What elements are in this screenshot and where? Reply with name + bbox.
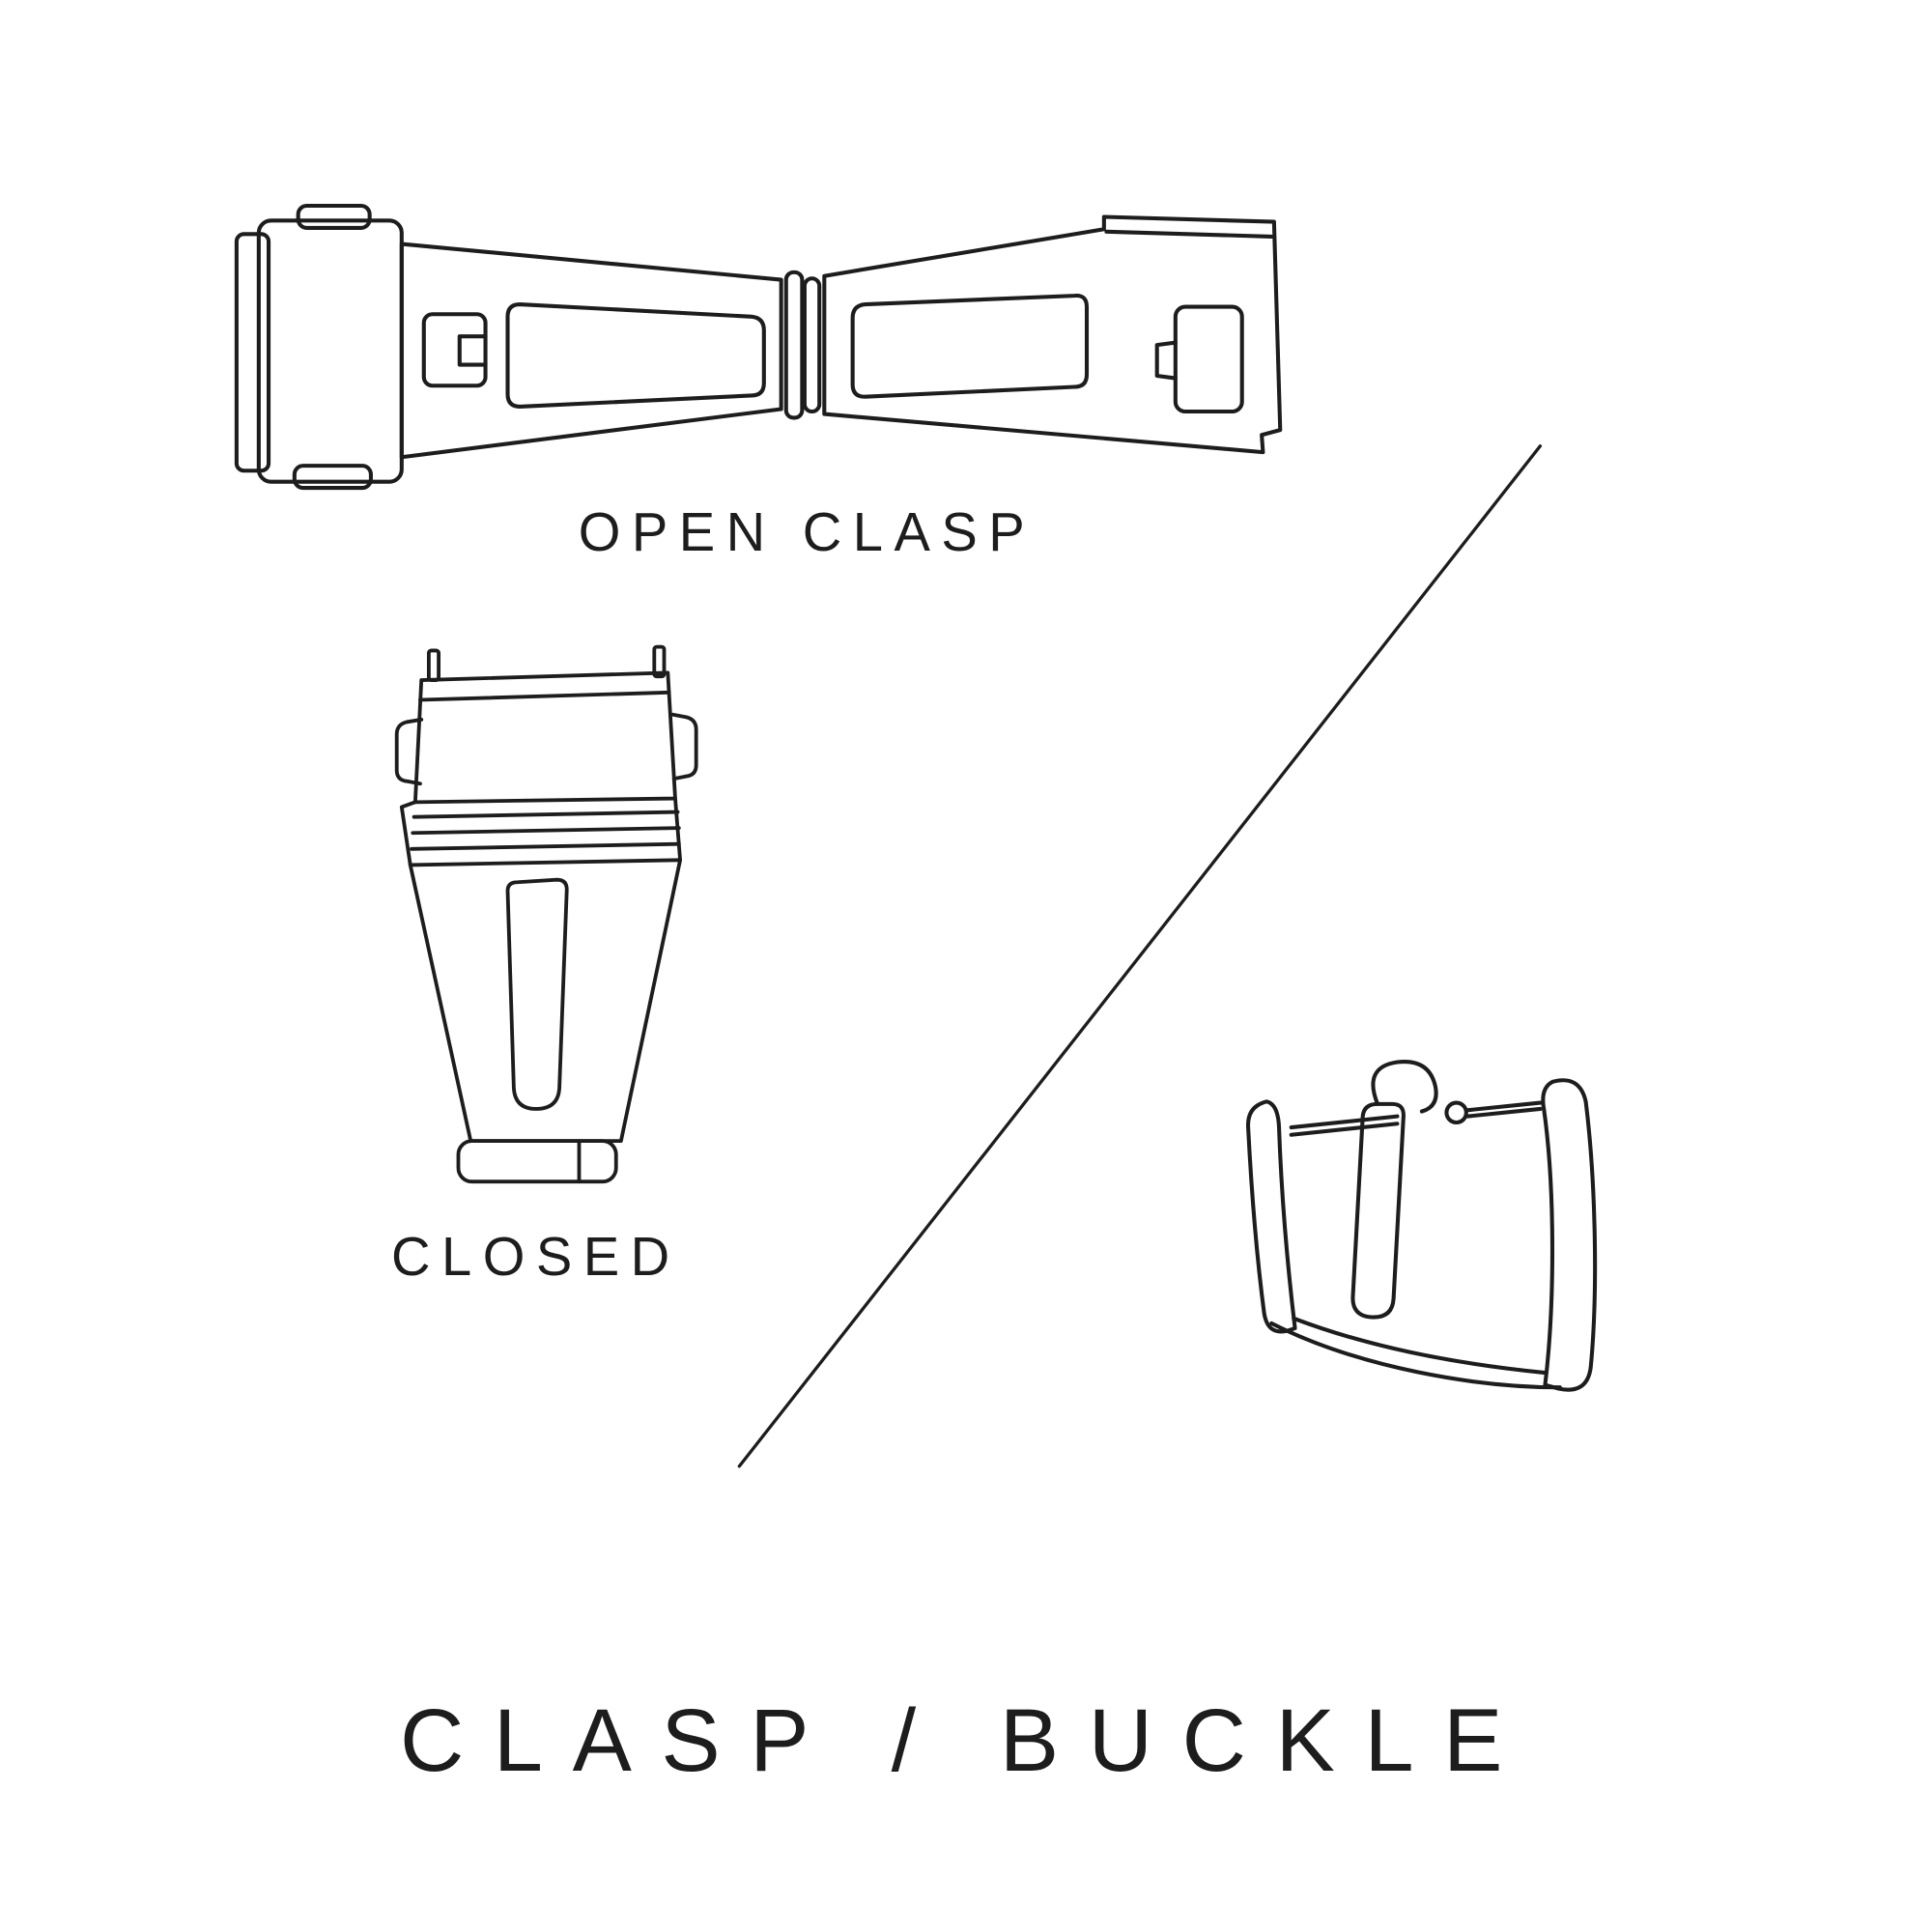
diagram-title: CLASP / BUCKLE — [399, 1691, 1533, 1791]
diagonal-divider-line-icon — [737, 444, 1543, 1468]
tang-buckle-illustration — [1217, 1057, 1636, 1427]
tang-buckle-icon — [1246, 1060, 1598, 1392]
closed-clasp-label: CLOSED — [390, 1227, 681, 1288]
open-clasp-label: OPEN CLASP — [578, 502, 1037, 563]
open-clasp-illustration — [224, 185, 1296, 493]
closed-clasp-icon — [394, 644, 698, 1184]
open-clasp-icon — [234, 203, 1283, 491]
closed-clasp-illustration — [382, 643, 708, 1198]
diagonal-divider — [721, 431, 1558, 1478]
